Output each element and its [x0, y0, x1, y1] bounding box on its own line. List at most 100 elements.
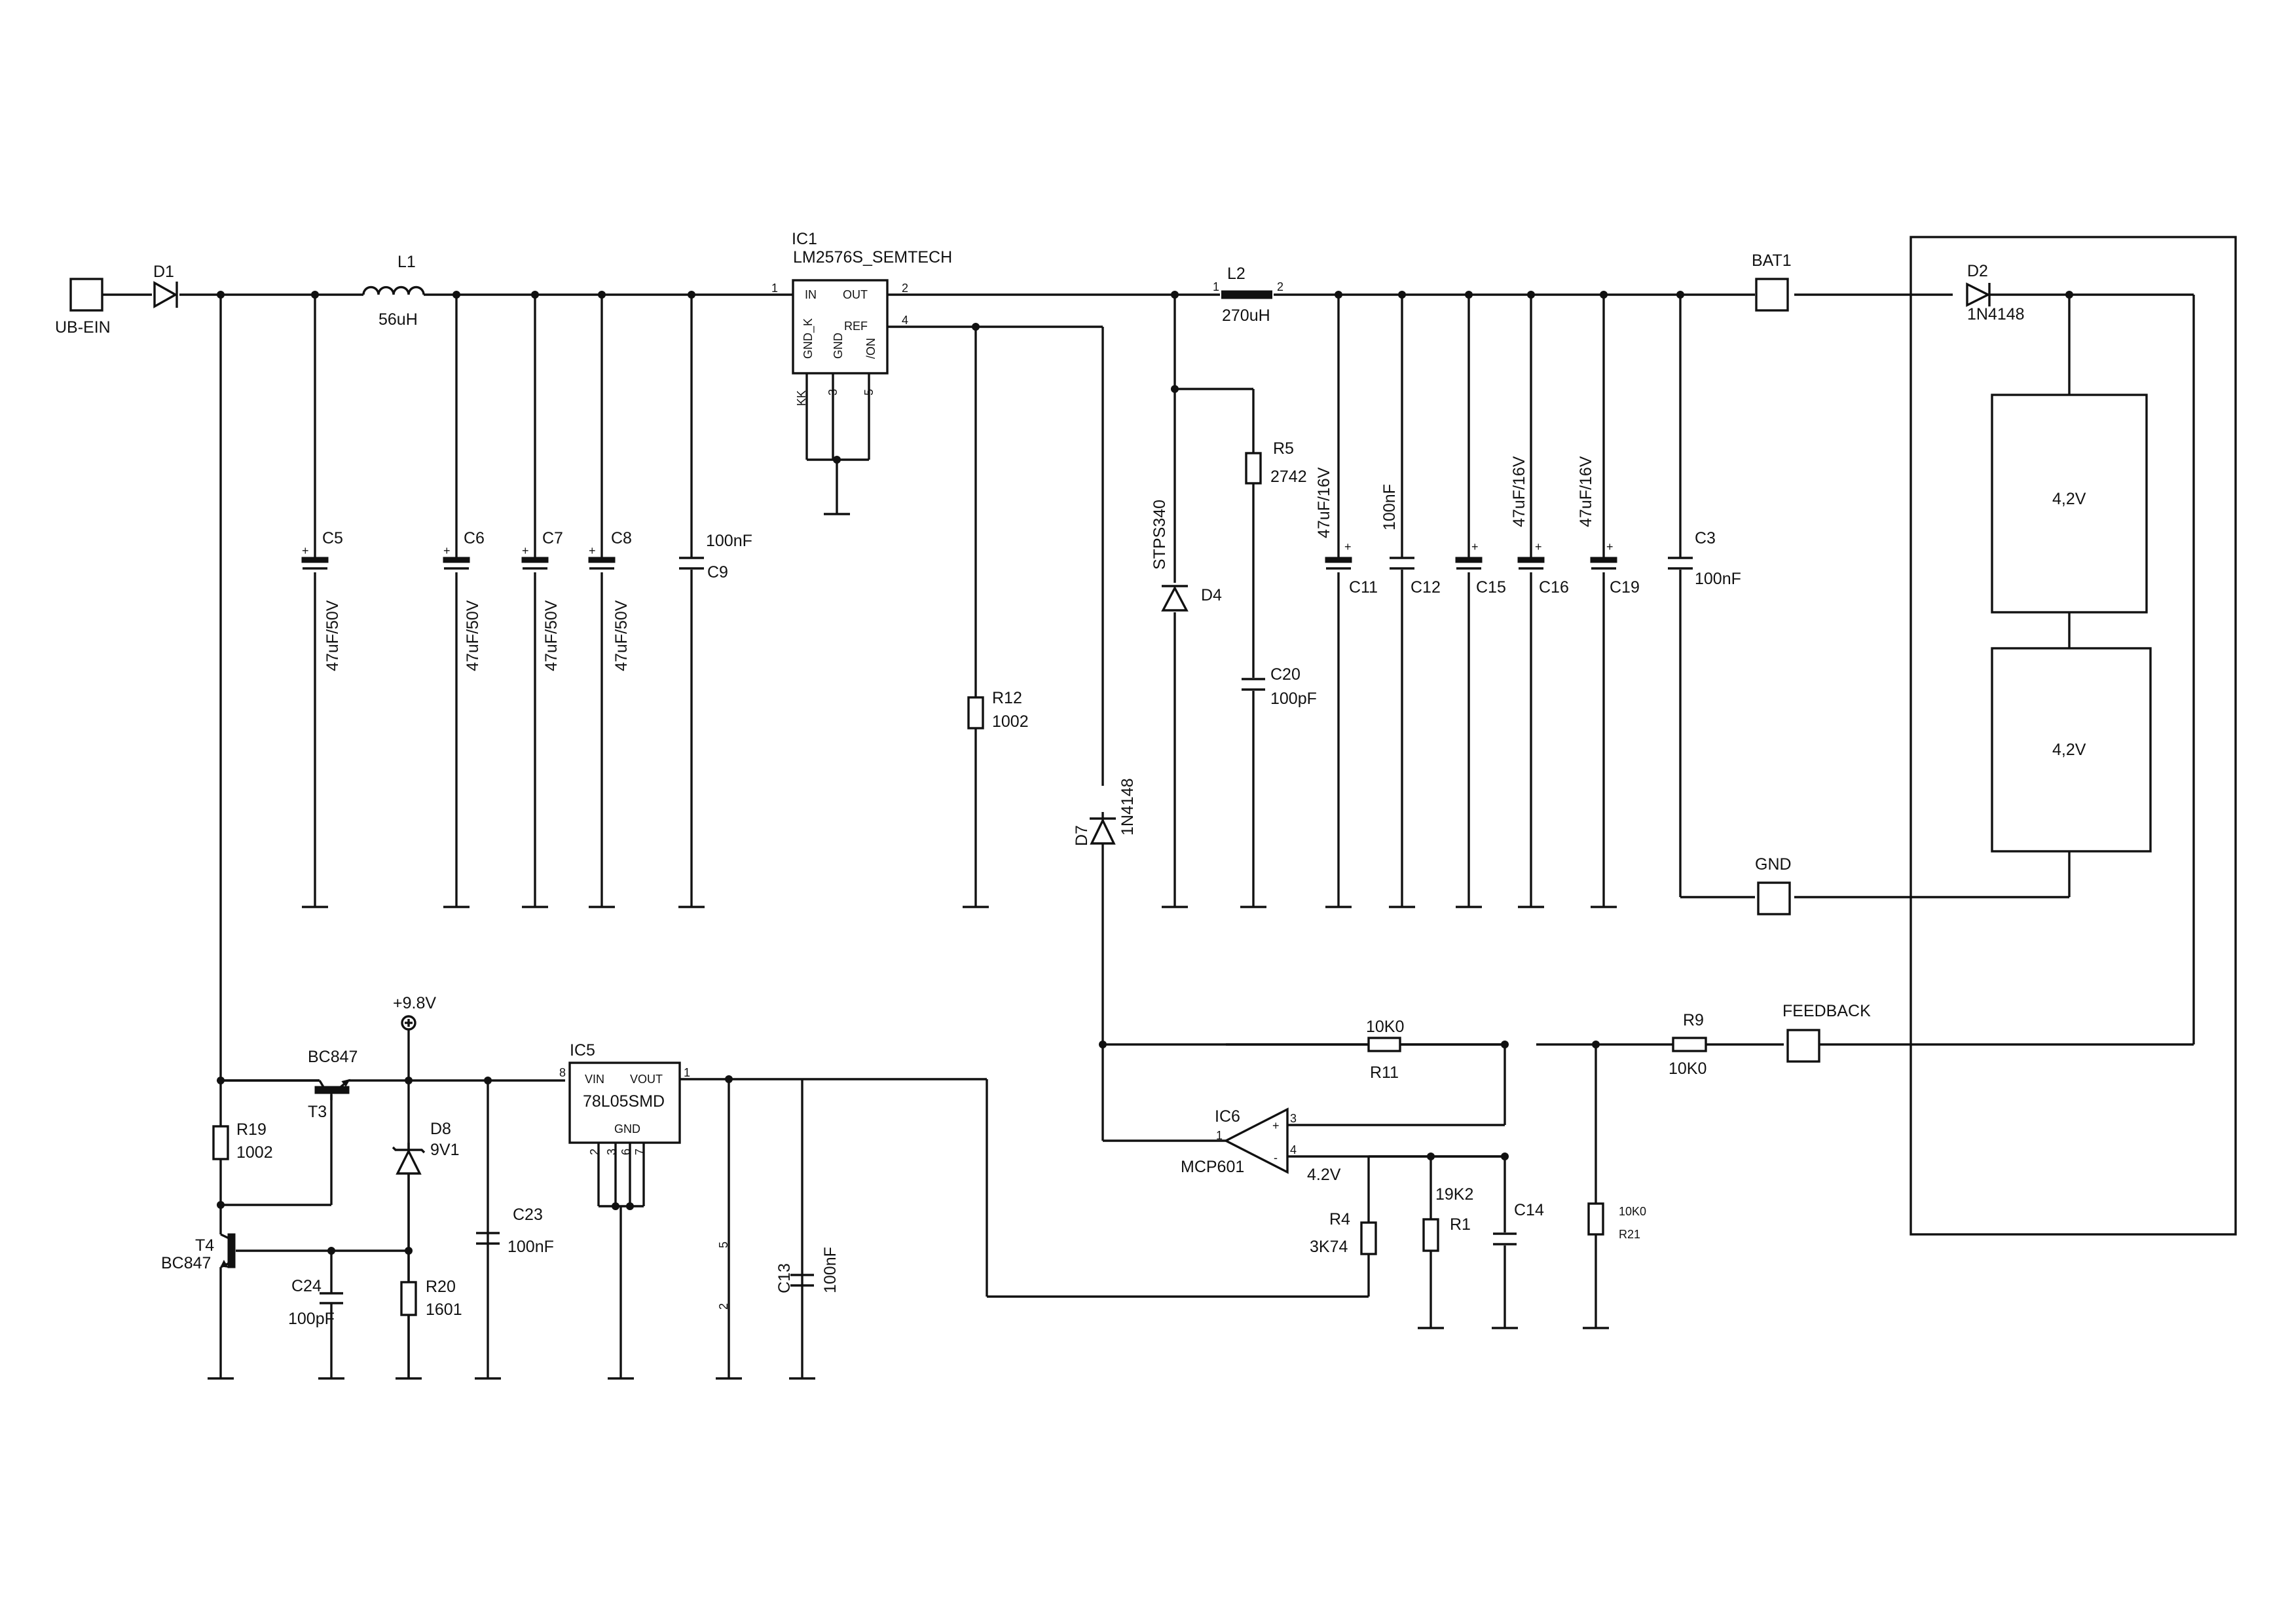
polarity-mark: +: [1606, 540, 1614, 553]
part-value: 47uF/16V: [1510, 456, 1528, 527]
connector-bat1: BAT1: [1752, 251, 1792, 312]
part-ref: R20: [426, 1278, 456, 1296]
diode-d4: D4 STPS340: [1151, 500, 1222, 612]
part-number: 78L05SMD: [583, 1092, 665, 1111]
part-ref: C6: [464, 529, 485, 547]
capacitor-c14: C14: [1493, 1201, 1544, 1246]
pin-label: VOUT: [630, 1073, 663, 1086]
part-ref: C11: [1349, 578, 1378, 597]
rail-label: +9.8V: [393, 994, 436, 1012]
part-value: STPS340: [1151, 500, 1169, 570]
part-value: 1601: [426, 1301, 462, 1319]
junction-dots: [217, 291, 2073, 1255]
part-value: 56uH: [378, 310, 418, 329]
part-ref: D1: [153, 263, 174, 281]
capacitor-c16: + C16: [1517, 540, 1569, 597]
resistor-r21: 10K0 R21: [1587, 1202, 1646, 1241]
pin-label: VIN: [585, 1073, 604, 1086]
regulator-ic5: IC5 VIN VOUT 78L05SMD GND 8 1 2 3 6 7: [559, 1041, 690, 1155]
pin-label: GND_K: [802, 318, 815, 359]
capacitor-c19: + C19 47uF/16V: [1577, 456, 1640, 597]
polarity-mark: +: [1471, 540, 1479, 553]
zener-d8: D8 9V1: [392, 1120, 459, 1175]
capacitor-c8: + C8 47uF/50V: [588, 529, 632, 671]
part-ref: D2: [1967, 262, 1988, 280]
part-ref: R21: [1619, 1228, 1640, 1241]
capacitor-c7: + C7 47uF/50V: [521, 529, 563, 671]
connector-label: BAT1: [1752, 251, 1792, 270]
part-value: 270uH: [1222, 306, 1270, 325]
pin-number: 4: [902, 314, 908, 327]
polarity-mark: +: [589, 544, 596, 557]
capacitor-c6: + C6 47uF/50V: [443, 529, 485, 671]
pin-number: 4: [1290, 1143, 1297, 1156]
part-value: 47uF/16V: [1577, 456, 1595, 527]
part-value: 1N4148: [1967, 305, 2025, 323]
inductor-l1: L1 56uH: [362, 253, 425, 329]
pin-number: 8: [559, 1066, 566, 1079]
part-ref: R12: [992, 689, 1022, 707]
capacitor-c20: C20 100pF: [1242, 665, 1317, 708]
pin-number: 2: [902, 282, 908, 295]
polarity-mark: +: [302, 544, 309, 557]
ground-symbols: [208, 906, 1617, 1380]
capacitor-c15: + C15 47uF/16V: [1455, 456, 1528, 597]
polarity-mark: +: [1535, 540, 1542, 553]
capacitor-c23: C23 100nF: [476, 1206, 554, 1256]
part-value: 2742: [1270, 468, 1307, 486]
part-ref: R11: [1370, 1063, 1399, 1082]
battery-cell-top: 4,2V: [1991, 394, 2148, 614]
pin-number: 1: [1213, 280, 1219, 293]
part-value: 1002: [236, 1143, 273, 1162]
wires: [101, 236, 2237, 1378]
part-value: 100nF: [1695, 570, 1741, 588]
capacitor-c3: C3 100nF: [1668, 529, 1741, 588]
pin-number: 3: [826, 389, 840, 396]
connector-label: GND: [1755, 855, 1792, 874]
part-ref: D7: [1073, 825, 1091, 846]
part-ref: C7: [542, 529, 563, 547]
part-ref: D4: [1201, 586, 1222, 604]
part-ref: C16: [1539, 578, 1569, 597]
capacitor-c13: C13 100nF: [775, 1247, 840, 1293]
part-ref: C13: [775, 1263, 794, 1293]
part-ref: IC5: [570, 1041, 595, 1060]
resistor-r11: 10K0 R11: [1366, 1018, 1404, 1082]
pin-label: GND: [614, 1122, 640, 1135]
pin-label: KK: [795, 390, 808, 406]
part-value: 100nF: [1380, 484, 1399, 530]
pin-number: 1: [684, 1066, 690, 1079]
connector-ub-ein: UB-EIN: [55, 278, 111, 337]
pin-number: 3: [605, 1149, 618, 1155]
pin-number: 2: [588, 1149, 601, 1155]
pin-number: 5: [717, 1242, 730, 1248]
part-ref: C15: [1476, 578, 1506, 597]
part-value: 47uF/50V: [542, 600, 561, 671]
part-number: LM2576S_SEMTECH: [793, 248, 952, 267]
connector-gnd: GND: [1755, 855, 1792, 915]
part-ref: C24: [291, 1277, 322, 1295]
resistor-r12: R12 1002: [967, 689, 1029, 731]
pin-label: IN: [805, 288, 817, 301]
pin-number: 7: [633, 1149, 646, 1155]
part-value: 100pF: [288, 1310, 335, 1328]
battery-cell-bottom: 4,2V: [1991, 647, 2152, 853]
cell-voltage: 4,2V: [2052, 741, 2086, 759]
pin-number: 1: [771, 282, 778, 295]
diode-d2: D2 1N4148: [1966, 262, 2025, 323]
pin-number: 2: [1277, 280, 1283, 293]
part-ref: C20: [1270, 665, 1301, 684]
part-ref: C3: [1695, 529, 1716, 547]
diode-d7: D7 1N4148: [1073, 778, 1137, 846]
regulator-ic1: IC1 LM2576S_SEMTECH IN OUT REF GND_K GND…: [771, 230, 952, 406]
capacitor-c9: 100nF C9: [679, 532, 752, 581]
part-ref: T3: [308, 1103, 327, 1121]
part-ref: C9: [707, 563, 728, 581]
connector-label: FEEDBACK: [1782, 1002, 1871, 1020]
pin-label: REF: [844, 320, 868, 333]
part-number: MCP601: [1181, 1158, 1244, 1176]
capacitor-c24: C24 100pF: [288, 1277, 343, 1328]
polarity-mark: +: [522, 544, 529, 557]
part-value: 47uF/50V: [612, 600, 631, 671]
